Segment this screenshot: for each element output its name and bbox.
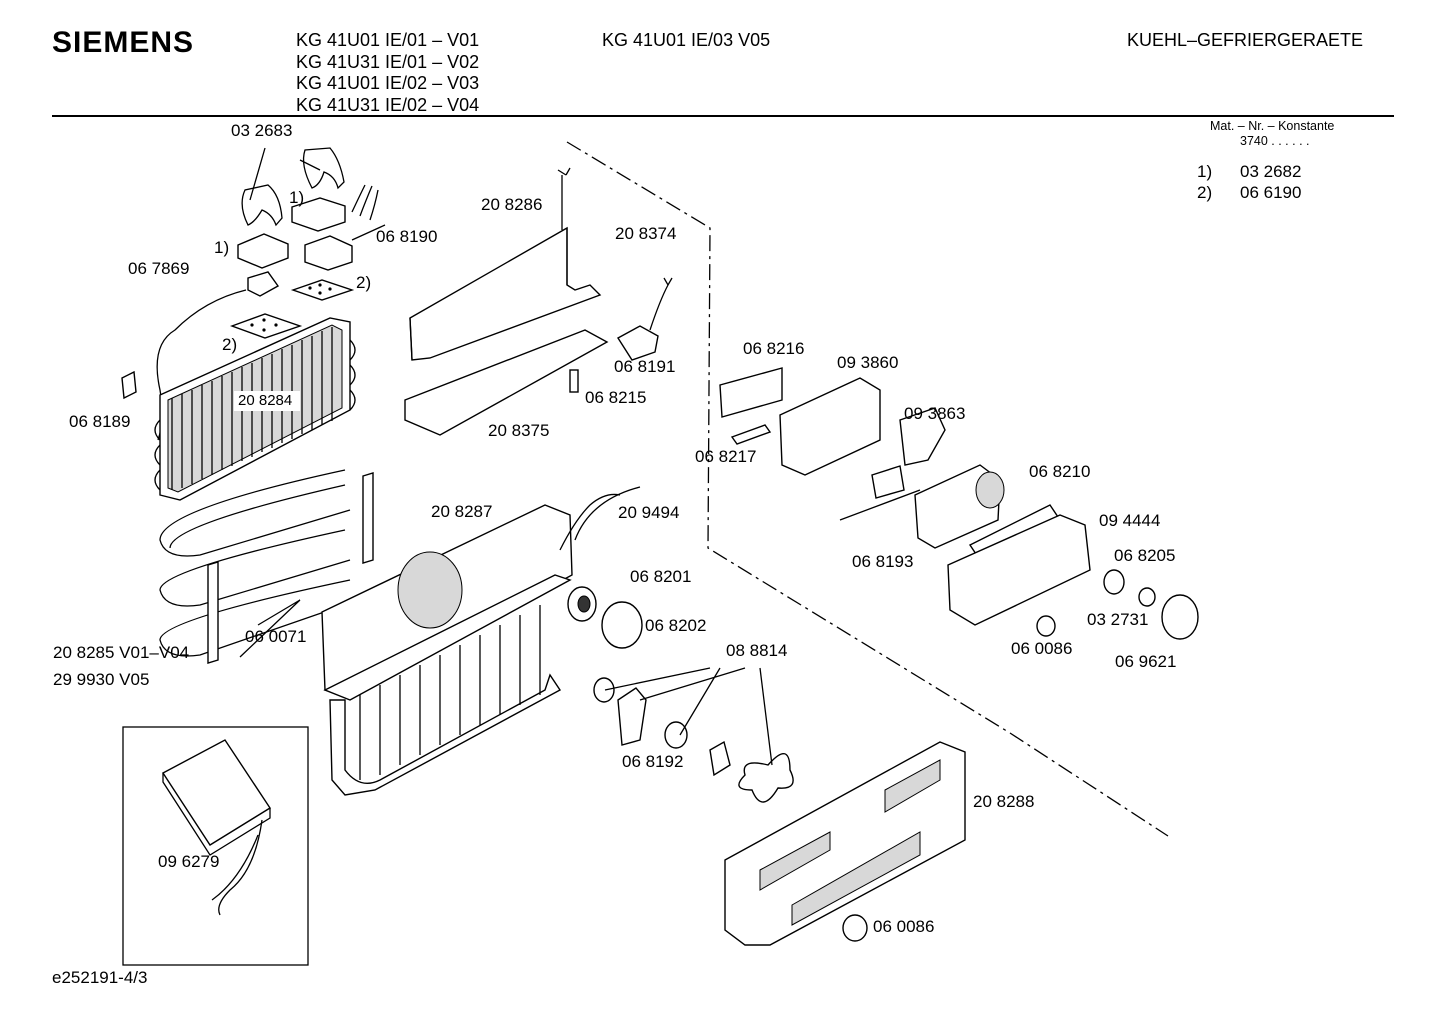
- legend-constant: 3740 . . . . . .: [1240, 134, 1310, 148]
- part-label: 20 8285 V01–V04: [53, 643, 190, 662]
- motor-bracket: [709, 740, 731, 777]
- control-knob: [1161, 594, 1199, 640]
- legend-note-key: 2): [1197, 183, 1213, 202]
- clip-part: [241, 147, 345, 227]
- appliance-category: KUEHL–GEFRIERGERAETE: [1127, 30, 1364, 50]
- part-label: 20 8287: [431, 502, 493, 521]
- part-label: 06 8210: [1029, 462, 1091, 481]
- bezel-frame: [719, 367, 783, 418]
- model-variant: KG 41U01 IE/03 V05: [602, 30, 771, 50]
- part-label: 06 0086: [1011, 639, 1073, 658]
- part-label: 06 8192: [622, 752, 684, 771]
- fan-blade: [738, 753, 794, 803]
- legend-note-part: 03 2682: [1240, 162, 1302, 181]
- callout-marker: 1): [289, 188, 305, 207]
- model-line: KG 41U31 IE/02 – V04: [296, 94, 480, 115]
- callout-marker: 1): [214, 238, 230, 257]
- fan-housing: [321, 486, 641, 796]
- part-label: 06 8205: [1114, 546, 1176, 565]
- inset-frame: [122, 726, 309, 966]
- part-label: 06 8201: [630, 567, 692, 586]
- part-label: 09 3863: [904, 404, 966, 423]
- knob-spindle: [1138, 587, 1156, 607]
- part-label: 09 6279: [158, 852, 220, 871]
- part-label: 03 2683: [231, 121, 293, 140]
- fan-motor: [617, 687, 647, 746]
- control-cover: [947, 514, 1091, 626]
- heater-loops: [159, 469, 374, 664]
- part-label: 09 3860: [837, 353, 899, 372]
- part-label: 06 8190: [376, 227, 438, 246]
- switch-part: [899, 407, 946, 466]
- model-line: KG 41U01 IE/01 – V01: [296, 30, 480, 50]
- part-label: 20 8284: [238, 392, 293, 409]
- transformer-box: [161, 739, 271, 846]
- model-line: KG 41U31 IE/01 – V02: [296, 51, 480, 72]
- part-label: 06 7869: [128, 259, 190, 278]
- plug-part: [1036, 615, 1056, 637]
- motor-damper: [601, 601, 643, 649]
- part-label: 09 4444: [1099, 511, 1161, 530]
- part-label: 20 8375: [488, 421, 550, 440]
- part-label: 20 8286: [481, 195, 543, 214]
- cover-tray: [404, 167, 609, 436]
- document-code: e252191-4/3: [52, 968, 148, 987]
- part-label: 08 8814: [726, 641, 788, 660]
- callout-marker: 2): [222, 335, 238, 354]
- perforated-pad: [229, 279, 355, 339]
- control-housing: [779, 377, 881, 476]
- evaporator-coil: [154, 317, 356, 501]
- callout-marker: 2): [356, 273, 372, 292]
- relay-block: [237, 184, 386, 271]
- part-label: 06 8215: [585, 388, 647, 407]
- part-label: 06 9621: [1115, 652, 1177, 671]
- legend-title: Mat. – Nr. – Konstante: [1210, 119, 1335, 133]
- part-label: 03 2731: [1087, 610, 1149, 629]
- fuse-part: [569, 369, 579, 393]
- plug-part: [842, 914, 868, 942]
- knob-insert: [1103, 569, 1125, 595]
- part-label: 20 8288: [973, 792, 1035, 811]
- legend-note-key: 1): [1197, 162, 1213, 181]
- lamp-holder: [871, 465, 905, 499]
- gasket-part: [730, 424, 772, 445]
- part-label: 06 0071: [245, 627, 307, 646]
- part-label: 20 9494: [618, 503, 680, 522]
- part-label: 06 8202: [645, 616, 707, 635]
- header-rule: [52, 115, 1394, 117]
- motor-grommet: [593, 677, 615, 703]
- part-label: 06 8189: [69, 412, 131, 431]
- part-label: 06 8217: [695, 447, 757, 466]
- part-label: 06 8193: [852, 552, 914, 571]
- bottom-cover: [724, 741, 966, 946]
- part-label: 06 8216: [743, 339, 805, 358]
- mount-bracket: [121, 370, 137, 400]
- legend-note-part: 06 6190: [1240, 183, 1302, 202]
- thermostat-sensor: [247, 271, 280, 297]
- defrost-timer: [617, 325, 659, 361]
- part-label: 06 8191: [614, 357, 676, 376]
- part-label: 29 9930 V05: [53, 670, 150, 689]
- motor-bearing: [664, 721, 688, 749]
- part-label: 20 8374: [615, 224, 677, 243]
- model-line: KG 41U01 IE/02 – V03: [296, 73, 480, 93]
- part-label: 06 0086: [873, 917, 935, 936]
- model-list: KG 41U01 IE/01 – V01 KG 41U31 IE/01 – V0…: [296, 30, 479, 116]
- brand-logo: SIEMENS: [52, 26, 195, 59]
